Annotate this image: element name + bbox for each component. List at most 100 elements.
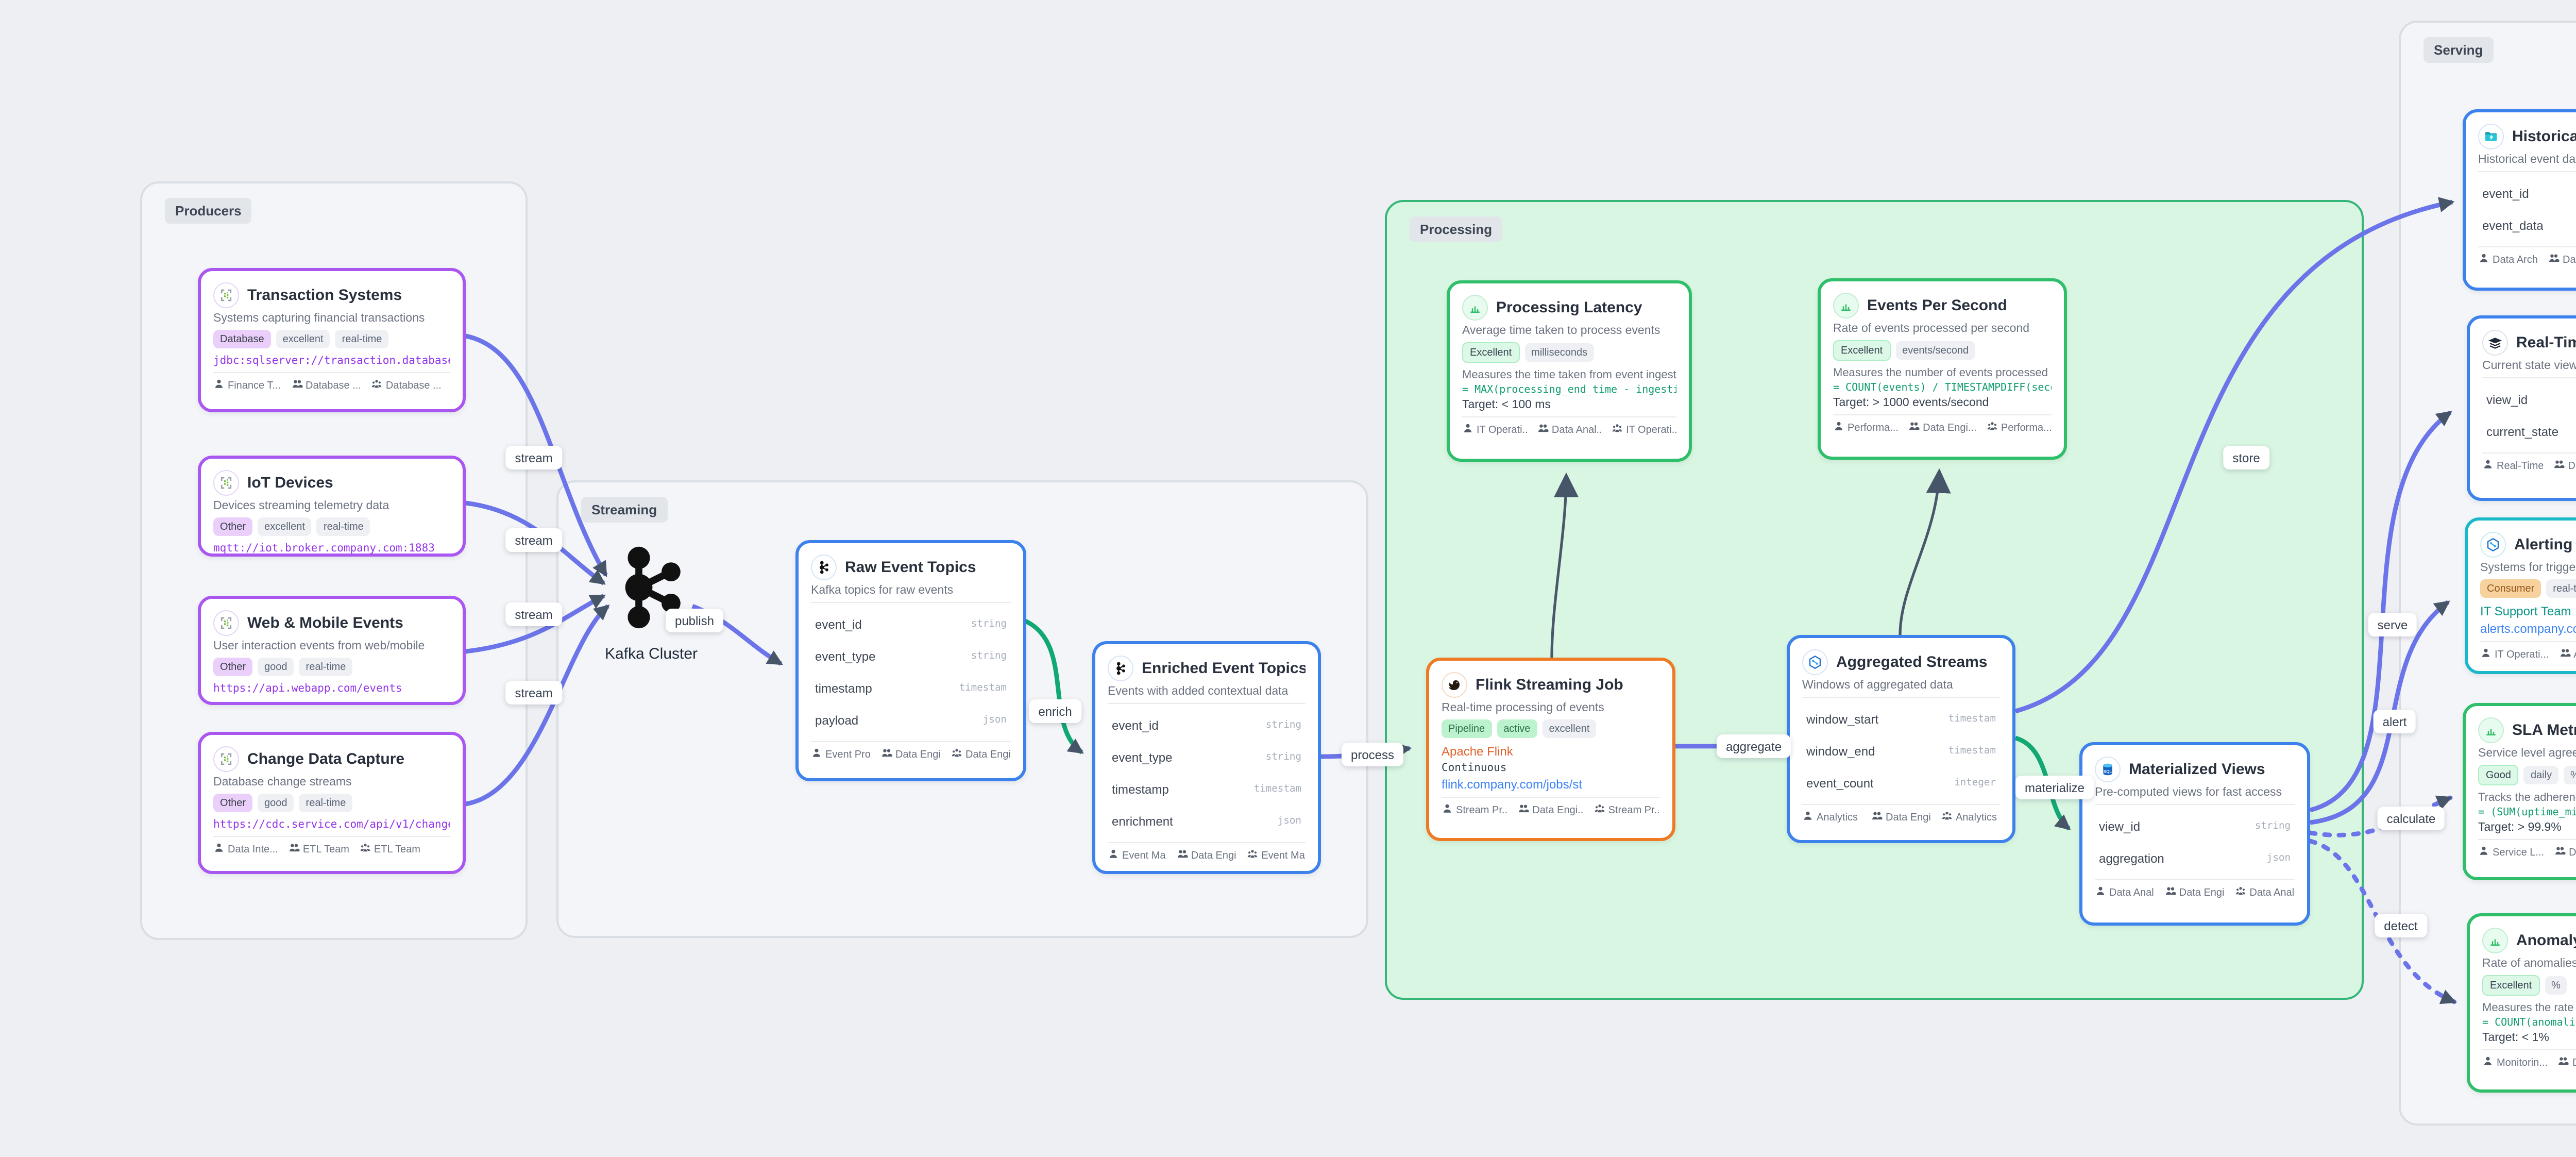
users-icon: [2165, 885, 2176, 900]
badge: events/second: [1895, 341, 1976, 360]
owner-item: Database ...: [371, 378, 442, 393]
edge-measure-2: [1899, 468, 1951, 635]
field-type: string: [971, 618, 1007, 630]
node-title: Materialized Views: [2129, 761, 2265, 778]
owners-row: Real-Time...Data Engi...Real-Time...: [2482, 459, 2576, 473]
divider: [2480, 641, 2576, 642]
badge: real-time: [316, 517, 370, 536]
field-type: timestam: [959, 682, 1007, 694]
edge-label-stream-2: stream: [505, 528, 562, 552]
field-type: json: [982, 714, 1007, 726]
edge-label-detect: detect: [2375, 914, 2427, 937]
edge-label-serve: serve: [2368, 613, 2417, 636]
edge-label-publish: publish: [665, 609, 724, 632]
hexstream-icon: [1802, 649, 1828, 675]
badge: Excellent: [2482, 975, 2540, 996]
edge-label-process: process: [1341, 743, 1404, 766]
group-label-producers: Producers: [165, 198, 252, 224]
node-title: Raw Event Topics: [845, 559, 976, 576]
node-title: Flink Streaming Job: [1476, 676, 1623, 694]
owner-item: Data Engi...: [1518, 803, 1584, 817]
owner-name: Data Anal...: [2572, 1057, 2576, 1068]
users-icon: [2553, 459, 2565, 473]
node-description: Average time taken to process events: [1462, 325, 1660, 337]
edge-label-store: store: [2223, 446, 2269, 469]
node-header: Change Data Capture: [213, 746, 450, 772]
node-title: Change Data Capture: [247, 750, 405, 768]
field-name: view_id: [2099, 819, 2141, 833]
users-icon: [2559, 647, 2570, 662]
node-description: Rate of anomalies detected in data: [2482, 958, 2576, 970]
sql-icon: SQL: [2095, 757, 2121, 782]
owner-item: Stream Pr...: [1594, 803, 1660, 817]
owner-item: Data Engi...: [881, 747, 941, 762]
owner-name: Finance T...: [228, 380, 281, 391]
edge-serve: [2309, 410, 2452, 813]
owner-item: Performa...: [1987, 421, 2052, 435]
connection-string: jdbc:sqlserver://transaction.database.…: [213, 355, 450, 367]
divider: [811, 602, 1011, 603]
divider: [213, 836, 450, 837]
badge: daily: [2523, 766, 2559, 784]
group-icon: [1247, 848, 1258, 863]
node-sla-metrics[interactable]: SLA MetricsService level agreement metri…: [2463, 703, 2576, 880]
owner-item: Data Engi...: [2553, 459, 2576, 473]
group-icon: [2235, 885, 2246, 900]
field-name: current_state: [2486, 424, 2559, 439]
owner-name: Service L...: [2493, 847, 2545, 858]
badge: real-time: [299, 658, 353, 676]
field-type: json: [2266, 852, 2291, 864]
badge: active: [1497, 719, 1537, 738]
divider: [2095, 879, 2295, 880]
badge: Other: [213, 658, 253, 676]
badge: Good: [2478, 765, 2519, 785]
technology-label: Apache Flink: [1442, 744, 1513, 759]
group-icon: [951, 747, 962, 762]
owner-name: Data Engi...: [2568, 460, 2576, 472]
group-icon: [1594, 803, 1605, 817]
group-icon: [1941, 810, 1953, 825]
node-header: SQL Materialized Views: [2095, 757, 2295, 782]
divider: [213, 372, 450, 373]
kafka-cluster-node[interactable]: [602, 536, 701, 639]
node-historical-store[interactable]: Historical StoreHistorical event data st…: [2463, 109, 2576, 291]
owner-name: Stream Pr...: [1456, 804, 1508, 816]
user-icon: [213, 378, 225, 393]
user-icon: [1442, 803, 1453, 817]
owner-name: IT Operati...: [1626, 424, 1676, 435]
owner-name: Monitorin...: [2497, 1057, 2548, 1068]
owners-row: Data Arch...Data Engi...Data Arch...: [2478, 253, 2576, 267]
group-label-processing: Processing: [1410, 216, 1503, 242]
badge: Consumer: [2480, 579, 2541, 598]
field-name: payload: [815, 713, 859, 727]
users-icon: [2558, 1055, 2569, 1070]
owner-name: IT Operati...: [2495, 649, 2549, 660]
node-title: Processing Latency: [1496, 299, 1642, 316]
node-real-time-views[interactable]: Real-Time ViewsCurrent state views in Re…: [2467, 315, 2576, 501]
node-anomaly-rates[interactable]: Anomaly RatesRate of anomalies detected …: [2467, 913, 2576, 1093]
owner-item: Data Inte...: [213, 842, 278, 857]
divider: [2482, 377, 2576, 378]
kafka-icon: [1108, 656, 1133, 681]
owners-row: Analytics ...Data Engi...Analytics ...: [1802, 810, 2000, 825]
field-name: event_id: [815, 617, 862, 631]
